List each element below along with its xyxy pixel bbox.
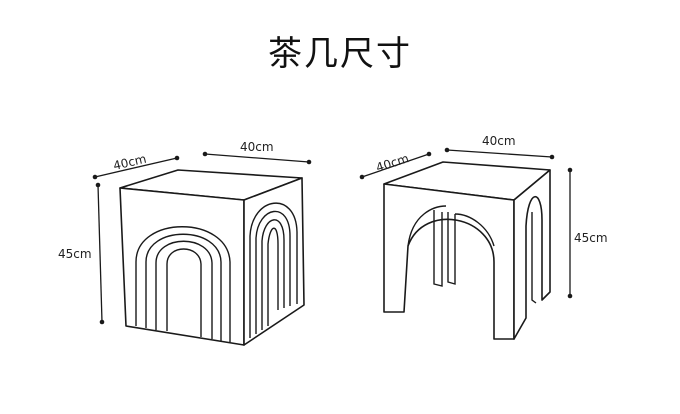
right-table-inner-arch [407,205,447,247]
right-table-back-leg-right [447,212,456,285]
left-height-label: 45cm [58,247,92,261]
left-depth-dimension: 40cm [202,140,312,165]
right-width-label: 40cm [482,134,516,148]
right-width-dimension: 40cm [444,134,555,160]
right-table-illustration [383,161,551,340]
left-width-label: 40cm [240,140,274,154]
right-table-side-face [513,169,551,340]
left-table-front-arch-inner [166,248,202,337]
right-height-dimension: 45cm [567,167,608,299]
left-table-side-face [243,177,305,346]
left-height-dimension: 45cm [58,182,105,325]
right-height-label: 45cm [574,231,608,245]
left-table-side-arch-outer [249,202,298,338]
page-title: 茶几尺寸 [268,34,412,74]
left-depth-label: 40cm [112,152,148,173]
left-table-illustration [119,169,305,346]
left-table-side-arch-inner [267,227,279,326]
right-depth-label: 40cm [374,151,410,175]
left-table-front-face [119,187,245,346]
left-table-side-arch-3 [261,219,285,330]
left-table-front-arch-outer [135,226,231,342]
left-table-front-arch-3 [155,240,213,339]
right-table-side-leg [531,212,537,304]
left-table-side-arch-2 [255,210,291,334]
left-table-front-arch-2 [145,233,222,341]
right-table-front-face [383,183,515,340]
right-table-back-leg-left [433,210,443,287]
right-table-inner-arch-back [454,213,495,247]
